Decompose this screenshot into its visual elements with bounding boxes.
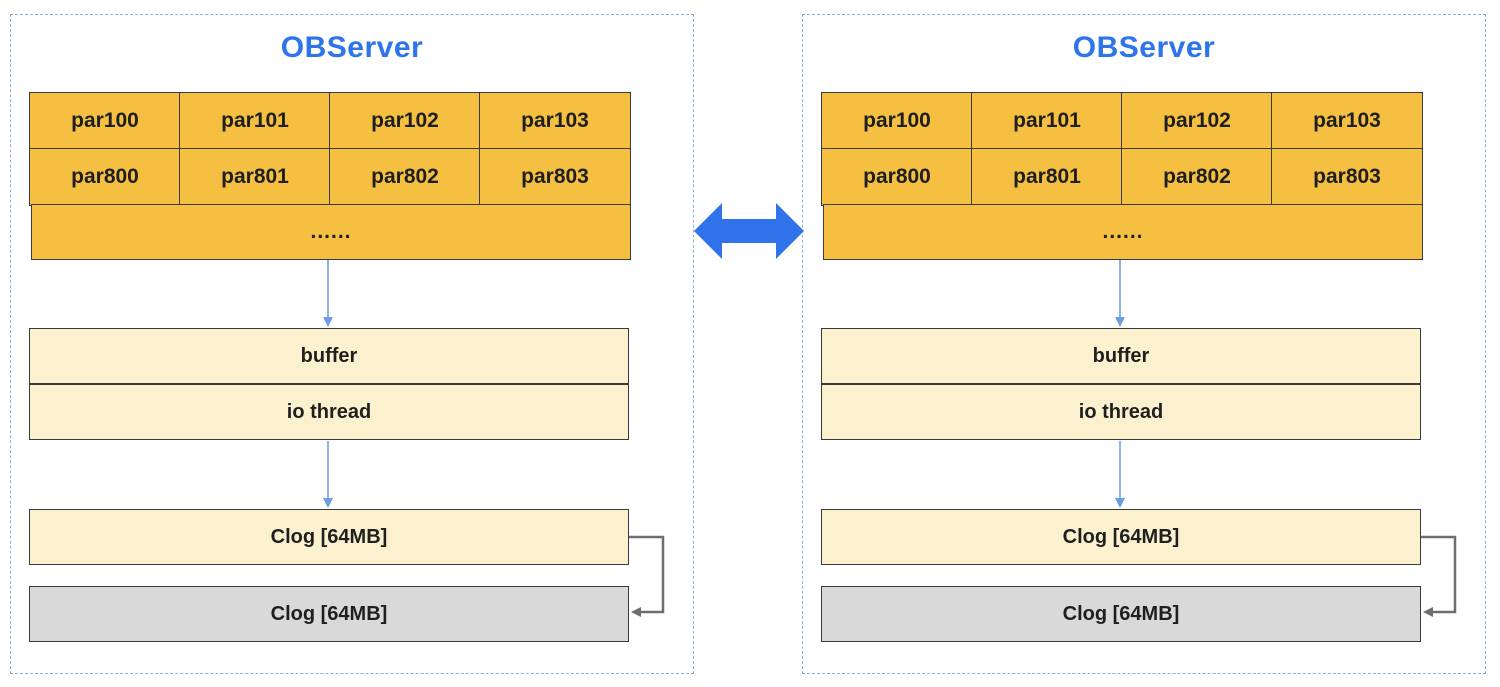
io-thread-box: io thread [821, 384, 1421, 440]
clog-active-box: Clog [64MB] [821, 509, 1421, 565]
io-thread-box: io thread [29, 384, 629, 440]
observer-right: OBServer par100 par101 par102 par103 par… [802, 14, 1486, 674]
partition-cell: par102 [1121, 92, 1273, 150]
partition-grid: par100 par101 par102 par103 par800 par80… [29, 92, 631, 260]
partition-cell: par800 [29, 148, 181, 206]
server-title: OBServer [280, 31, 424, 64]
clog-next-box: Clog [64MB] [29, 586, 629, 642]
partition-cell: par800 [821, 148, 973, 206]
buffer-box: buffer [821, 328, 1421, 384]
observer-left: OBServer par100 par101 par102 par103 par… [10, 14, 694, 674]
partition-cell: par803 [479, 148, 631, 206]
partition-ellipsis: ...... [823, 204, 1423, 260]
buffer-box: buffer [29, 328, 629, 384]
clog-active-box: Clog [64MB] [29, 509, 629, 565]
clog-next-box: Clog [64MB] [821, 586, 1421, 642]
elbow-arrow-icon [1421, 535, 1457, 617]
partition-cell: par801 [971, 148, 1123, 206]
partition-cell: par100 [29, 92, 181, 150]
elbow-arrow-icon [629, 535, 665, 617]
server-title: OBServer [1072, 31, 1216, 64]
double-headed-arrow-icon [694, 203, 804, 259]
partition-ellipsis: ...... [31, 204, 631, 260]
partition-cell: par101 [971, 92, 1123, 150]
partition-cell: par802 [1121, 148, 1273, 206]
partition-grid: par100 par101 par102 par103 par800 par80… [821, 92, 1423, 260]
partition-cell: par802 [329, 148, 481, 206]
